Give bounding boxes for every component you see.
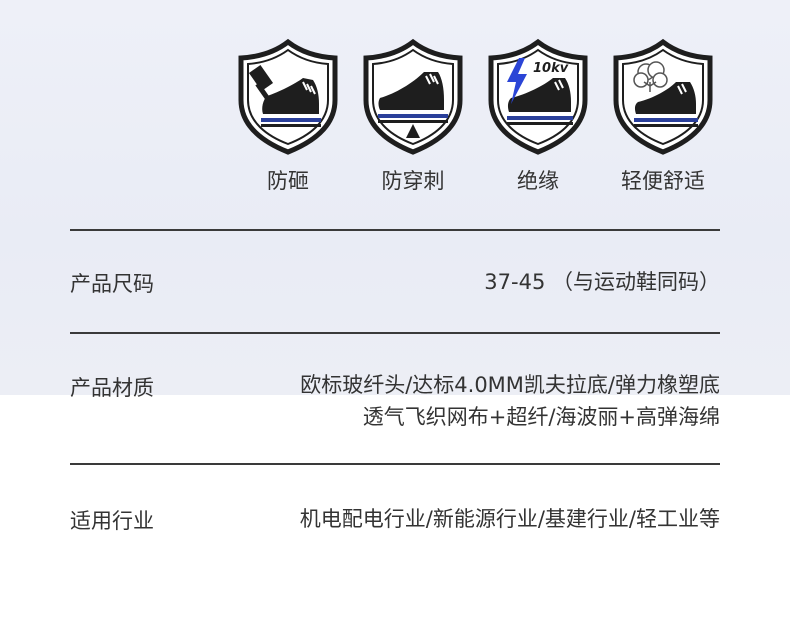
divider xyxy=(70,463,720,465)
voltage-badge: 10kv xyxy=(533,61,569,76)
anti-puncture-icon xyxy=(363,38,463,155)
feature-anti-smash: 防砸 xyxy=(228,38,348,198)
spec-value-industry: 机电配电行业/新能源行业/基建行业/轻工业等 xyxy=(299,507,720,531)
feature-comfort: 轻便舒适 xyxy=(603,38,723,198)
insulation-icon: 10kv xyxy=(488,38,588,155)
spec-value-size: 37-45 （与运动鞋同码） xyxy=(484,270,720,294)
divider xyxy=(70,332,720,334)
spec-value-material-line2: 透气飞织网布+超纤/海波丽+高弹海绵 xyxy=(362,405,720,429)
feature-anti-puncture: 防穿刺 xyxy=(353,38,473,198)
divider xyxy=(70,229,720,231)
feature-label-insulation: 绝缘 xyxy=(517,169,559,193)
feature-insulation: 10kv 绝缘 xyxy=(478,38,598,198)
spec-label-size: 产品尺码 xyxy=(70,272,154,296)
cotton-icon xyxy=(633,61,668,92)
spec-value-material-line1: 欧标玻纤头/达标4.0MM凯夫拉底/弹力橡塑底 xyxy=(300,373,720,397)
feature-label-anti-puncture: 防穿刺 xyxy=(381,169,445,193)
anti-smash-icon xyxy=(238,38,338,155)
spec-label-material: 产品材质 xyxy=(70,376,154,400)
feature-label-comfort: 轻便舒适 xyxy=(621,169,705,193)
feature-icons-row: 防砸 防穿刺 10kv 绝缘 xyxy=(228,38,728,198)
comfort-icon xyxy=(613,38,713,155)
feature-label-anti-smash: 防砸 xyxy=(267,169,309,193)
spec-label-industry: 适用行业 xyxy=(70,509,154,533)
